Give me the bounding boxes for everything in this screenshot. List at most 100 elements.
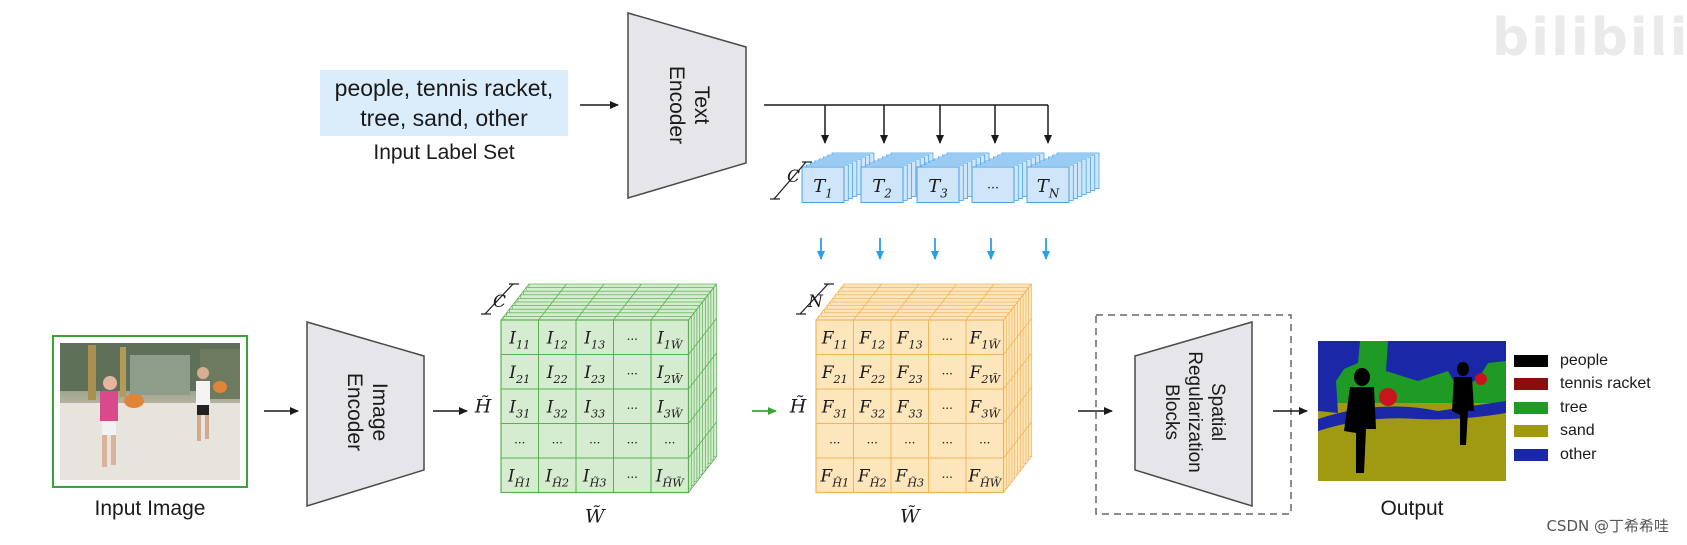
image-encoder-label: ImageEncoder bbox=[343, 373, 391, 451]
text-feature-blocks: T1 T2 T3 ··· TN C bbox=[770, 152, 1100, 203]
grid-cell-label: ··· bbox=[829, 436, 840, 450]
grid-cell-label: FH̃2 bbox=[857, 466, 887, 489]
bilibili-watermark-logo: bilibili bbox=[1492, 8, 1687, 68]
grid-cell-label: F12 bbox=[858, 328, 885, 351]
output-legend: people tennis racket tree sand other bbox=[1514, 349, 1684, 467]
grid-cell-label: F11 bbox=[821, 328, 848, 351]
grid-cell-label: ··· bbox=[867, 436, 878, 450]
grid-width-label: W̃ bbox=[585, 505, 606, 527]
input-label-set-caption: Input Label Set bbox=[373, 141, 515, 164]
legend-label-people: people bbox=[1560, 351, 1609, 369]
text-feature-label: ··· bbox=[987, 180, 999, 195]
legend-label-other: other bbox=[1560, 445, 1597, 463]
legend-item-people: people bbox=[1514, 349, 1684, 373]
grid-cell-label: ··· bbox=[627, 332, 638, 346]
grid-cell-label: ··· bbox=[664, 436, 675, 450]
grid-cell-label: I31 bbox=[508, 397, 530, 420]
legend-item-tennis-racket: tennis racket bbox=[1514, 373, 1684, 397]
text-feature-block: TN bbox=[1026, 152, 1100, 203]
grid-cell-label: F2W̃ bbox=[969, 363, 1002, 386]
grid-cell-label: I1W̃ bbox=[656, 328, 684, 351]
grid-cell-label: FH̃W̃ bbox=[967, 466, 1003, 489]
grid-width-label: W̃ bbox=[900, 505, 921, 527]
input-image bbox=[52, 335, 248, 488]
grid-cell-label: ··· bbox=[627, 367, 638, 381]
legend-label-sand: sand bbox=[1560, 422, 1595, 440]
grid-cell-label: IH̃W̃ bbox=[655, 466, 686, 489]
legend-item-tree: tree bbox=[1514, 396, 1684, 420]
grid-cell-label: ··· bbox=[589, 436, 600, 450]
grid-cell-label: I33 bbox=[583, 397, 605, 420]
grid-cell-label: I32 bbox=[546, 397, 568, 420]
output-caption: Output bbox=[1380, 497, 1444, 520]
spatial-blocks-dashed-box bbox=[1095, 314, 1292, 515]
grid-cell-label: I3W̃ bbox=[656, 397, 684, 420]
image-encoder-shape bbox=[306, 321, 425, 508]
text-feature-label: T3 bbox=[928, 176, 948, 200]
grid-cell-label: F31 bbox=[821, 397, 848, 420]
grid-cell-label: IH̃3 bbox=[582, 466, 607, 489]
grid-cell-label: I13 bbox=[583, 328, 605, 351]
grid-cell-label: ··· bbox=[627, 436, 638, 450]
spatial-blocks-label: SpatialRegularizationBlocks bbox=[1161, 351, 1228, 472]
grid-cell-label: ··· bbox=[552, 436, 563, 450]
grid-cell-label: ··· bbox=[627, 470, 638, 484]
legend-item-other: other bbox=[1514, 443, 1684, 467]
grid-cell-label: I2W̃ bbox=[656, 363, 684, 386]
grid-cell-label: ··· bbox=[942, 436, 953, 450]
grid-cell-label: ··· bbox=[942, 401, 953, 415]
text-encoder-label: TextEncoder bbox=[665, 66, 713, 144]
grid-height-label: H̃ bbox=[789, 395, 807, 417]
label-set-line-2: tree, sand, other bbox=[360, 105, 528, 131]
grid-cell-label: F1W̃ bbox=[969, 328, 1002, 351]
grid-cell-label: I12 bbox=[546, 328, 568, 351]
text-dim-label: C bbox=[787, 167, 800, 187]
grid-cell-label: ··· bbox=[627, 401, 638, 415]
legend-swatch-sand bbox=[1514, 425, 1548, 438]
text-feature-label: T1 bbox=[813, 176, 833, 200]
text-feature-block: T1 bbox=[801, 152, 875, 203]
legend-label-tree: tree bbox=[1560, 398, 1588, 416]
grid-cell-label: F33 bbox=[896, 397, 923, 420]
grid-cell-label: FH̃3 bbox=[894, 466, 924, 489]
text-feature-label: T2 bbox=[872, 176, 892, 200]
output-segmentation-map bbox=[1318, 341, 1506, 481]
legend-swatch-tennis-racket bbox=[1514, 378, 1548, 391]
grid-cell-label: F23 bbox=[896, 363, 923, 386]
grid-height-label: H̃ bbox=[474, 395, 492, 417]
spatial-blocks-shape bbox=[1134, 321, 1253, 508]
grid-cell-label: ··· bbox=[942, 367, 953, 381]
grid-depth-marker bbox=[484, 283, 514, 315]
csdn-watermark: CSDN @丁希希哇 bbox=[1546, 517, 1669, 535]
legend-swatch-tree bbox=[1514, 401, 1548, 414]
grid-depth-label: C bbox=[493, 292, 506, 312]
grid-cell-label: I11 bbox=[508, 328, 530, 351]
input-image-caption: Input Image bbox=[94, 497, 206, 520]
grid-cell-label: I22 bbox=[546, 363, 568, 386]
text-dim-marker bbox=[773, 161, 807, 200]
grid-cell-label: ··· bbox=[942, 332, 953, 346]
grid-depth-marker bbox=[799, 283, 829, 315]
label-set-line-1: people, tennis racket, bbox=[334, 75, 554, 101]
input-label-set-box: people, tennis racket, tree, sand, other bbox=[320, 70, 568, 136]
grid-cell-label: ··· bbox=[904, 436, 915, 450]
grid-cell-label: FH̃1 bbox=[819, 466, 849, 489]
text-encoder-shape bbox=[627, 12, 747, 200]
legend-swatch-other bbox=[1514, 448, 1548, 461]
legend-swatch-people bbox=[1514, 354, 1548, 367]
input-image-photo bbox=[60, 343, 240, 480]
grid-cell-label: IH̃1 bbox=[507, 466, 532, 489]
grid-cell-label: F13 bbox=[896, 328, 923, 351]
legend-item-sand: sand bbox=[1514, 420, 1684, 444]
grid-cell-label: F22 bbox=[858, 363, 885, 386]
text-feature-label: TN bbox=[1037, 176, 1060, 200]
grid-cell-label: I21 bbox=[508, 363, 530, 386]
legend-label-tennis-racket: tennis racket bbox=[1560, 375, 1651, 393]
grid-cell-label: ··· bbox=[979, 436, 990, 450]
grid-cell-label: IH̃2 bbox=[544, 466, 569, 489]
grid-cell-label: ··· bbox=[514, 436, 525, 450]
